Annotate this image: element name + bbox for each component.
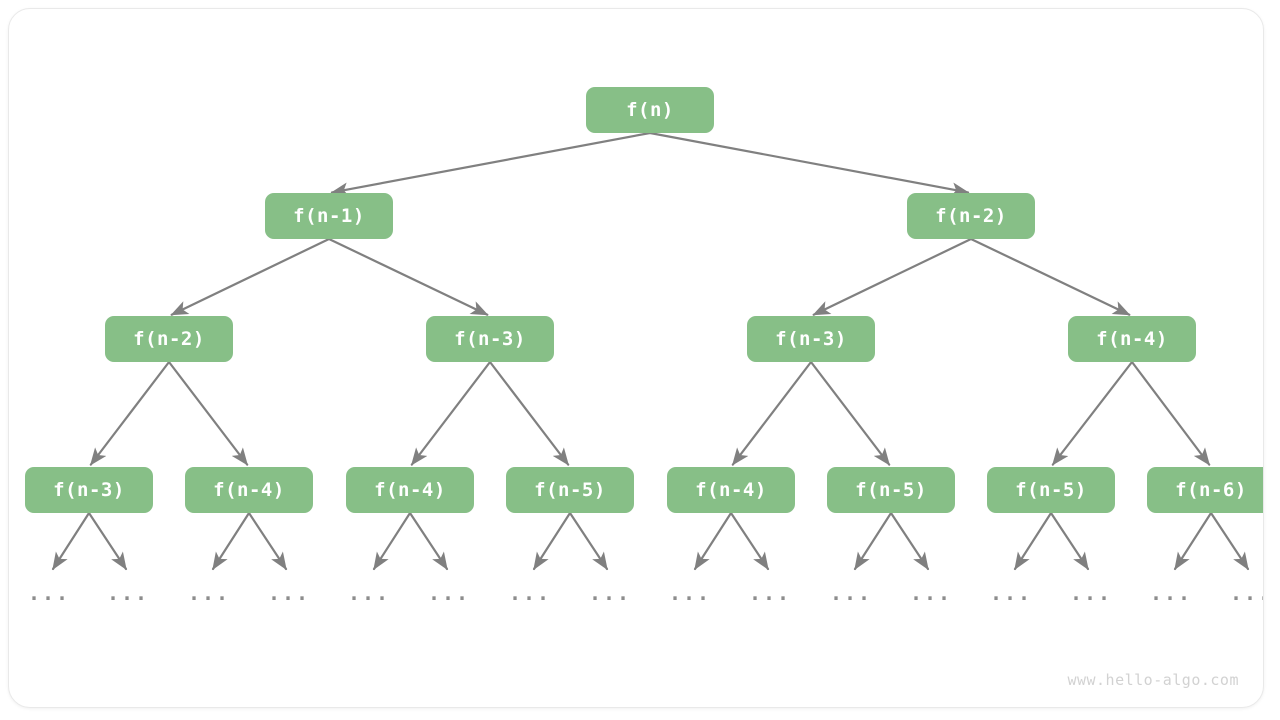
edge-stub-4 <box>372 511 412 571</box>
tree-node-n12: f(n-5) <box>827 467 955 513</box>
edge-stub-3 <box>247 511 288 571</box>
ellipsis-marker: ... <box>588 581 632 605</box>
edge-stub-7 <box>568 511 609 571</box>
tree-node-n4: f(n-3) <box>426 316 554 362</box>
tree-node-n1: f(n-1) <box>265 193 393 239</box>
tree-node-n8: f(n-4) <box>185 467 313 513</box>
tree-node-n14: f(n-6) <box>1147 467 1263 513</box>
ellipsis-marker: ... <box>267 581 311 605</box>
tree-node-n0: f(n) <box>586 87 714 133</box>
edge-n6-to-n14 <box>1130 360 1211 466</box>
ellipsis-marker: ... <box>27 581 71 605</box>
edge-n0-to-n1 <box>330 131 652 197</box>
edge-n5-to-n12 <box>809 360 891 466</box>
edge-n5-to-n11 <box>731 360 813 466</box>
ellipsis-marker: ... <box>1229 581 1263 605</box>
ellipsis-marker: ... <box>829 581 873 605</box>
edge-n0-to-n2 <box>648 131 970 197</box>
diagram-card: f(n) f(n-1) f(n-2) f(n-2) f(n-3) f(n-3) f(n-4)… <box>8 8 1264 708</box>
edge-stub-14 <box>1173 511 1213 571</box>
edge-stub-11 <box>889 511 930 571</box>
edge-stub-13 <box>1049 511 1090 571</box>
edge-n2-to-n5 <box>812 237 973 316</box>
tree-node-n3: f(n-2) <box>105 316 233 362</box>
ellipsis-marker: ... <box>748 581 792 605</box>
tree-node-n13: f(n-5) <box>987 467 1115 513</box>
tree-node-n7: f(n-3) <box>25 467 153 513</box>
ellipsis-marker: ... <box>427 581 471 605</box>
tree-node-n10: f(n-5) <box>506 467 634 513</box>
edge-stub-15 <box>1209 511 1250 571</box>
edge-stub-12 <box>1013 511 1053 571</box>
ellipsis-marker: ... <box>347 581 391 605</box>
ellipsis-marker: ... <box>106 581 150 605</box>
edge-n1-to-n3 <box>170 237 331 316</box>
tree-node-n6: f(n-4) <box>1068 316 1196 362</box>
edge-n1-to-n4 <box>327 237 489 316</box>
edge-stub-8 <box>693 511 733 571</box>
edge-stub-10 <box>853 511 893 571</box>
ellipsis-marker: ... <box>1149 581 1193 605</box>
ellipsis-marker: ... <box>508 581 552 605</box>
tree-node-n11: f(n-4) <box>667 467 795 513</box>
tree-node-n2: f(n-2) <box>907 193 1035 239</box>
edge-n4-to-n9 <box>410 360 492 466</box>
edge-n4-to-n10 <box>488 360 570 466</box>
edge-stub-1 <box>87 511 128 571</box>
tree-node-n5: f(n-3) <box>747 316 875 362</box>
edge-stub-5 <box>408 511 449 571</box>
ellipsis-marker: ... <box>1069 581 1113 605</box>
ellipsis-marker: ... <box>668 581 712 605</box>
edge-n2-to-n6 <box>969 237 1131 316</box>
ellipsis-marker: ... <box>909 581 953 605</box>
edge-stub-9 <box>729 511 770 571</box>
edge-stub-0 <box>51 511 91 571</box>
tree-node-n9: f(n-4) <box>346 467 474 513</box>
edge-n3-to-n8 <box>167 360 249 466</box>
edge-n3-to-n7 <box>89 360 171 466</box>
watermark: www.hello-algo.com <box>1067 671 1239 689</box>
ellipsis-marker: ... <box>989 581 1033 605</box>
edge-stub-6 <box>532 511 572 571</box>
edge-n6-to-n13 <box>1051 360 1134 466</box>
ellipsis-marker: ... <box>187 581 231 605</box>
edge-stub-2 <box>211 511 251 571</box>
